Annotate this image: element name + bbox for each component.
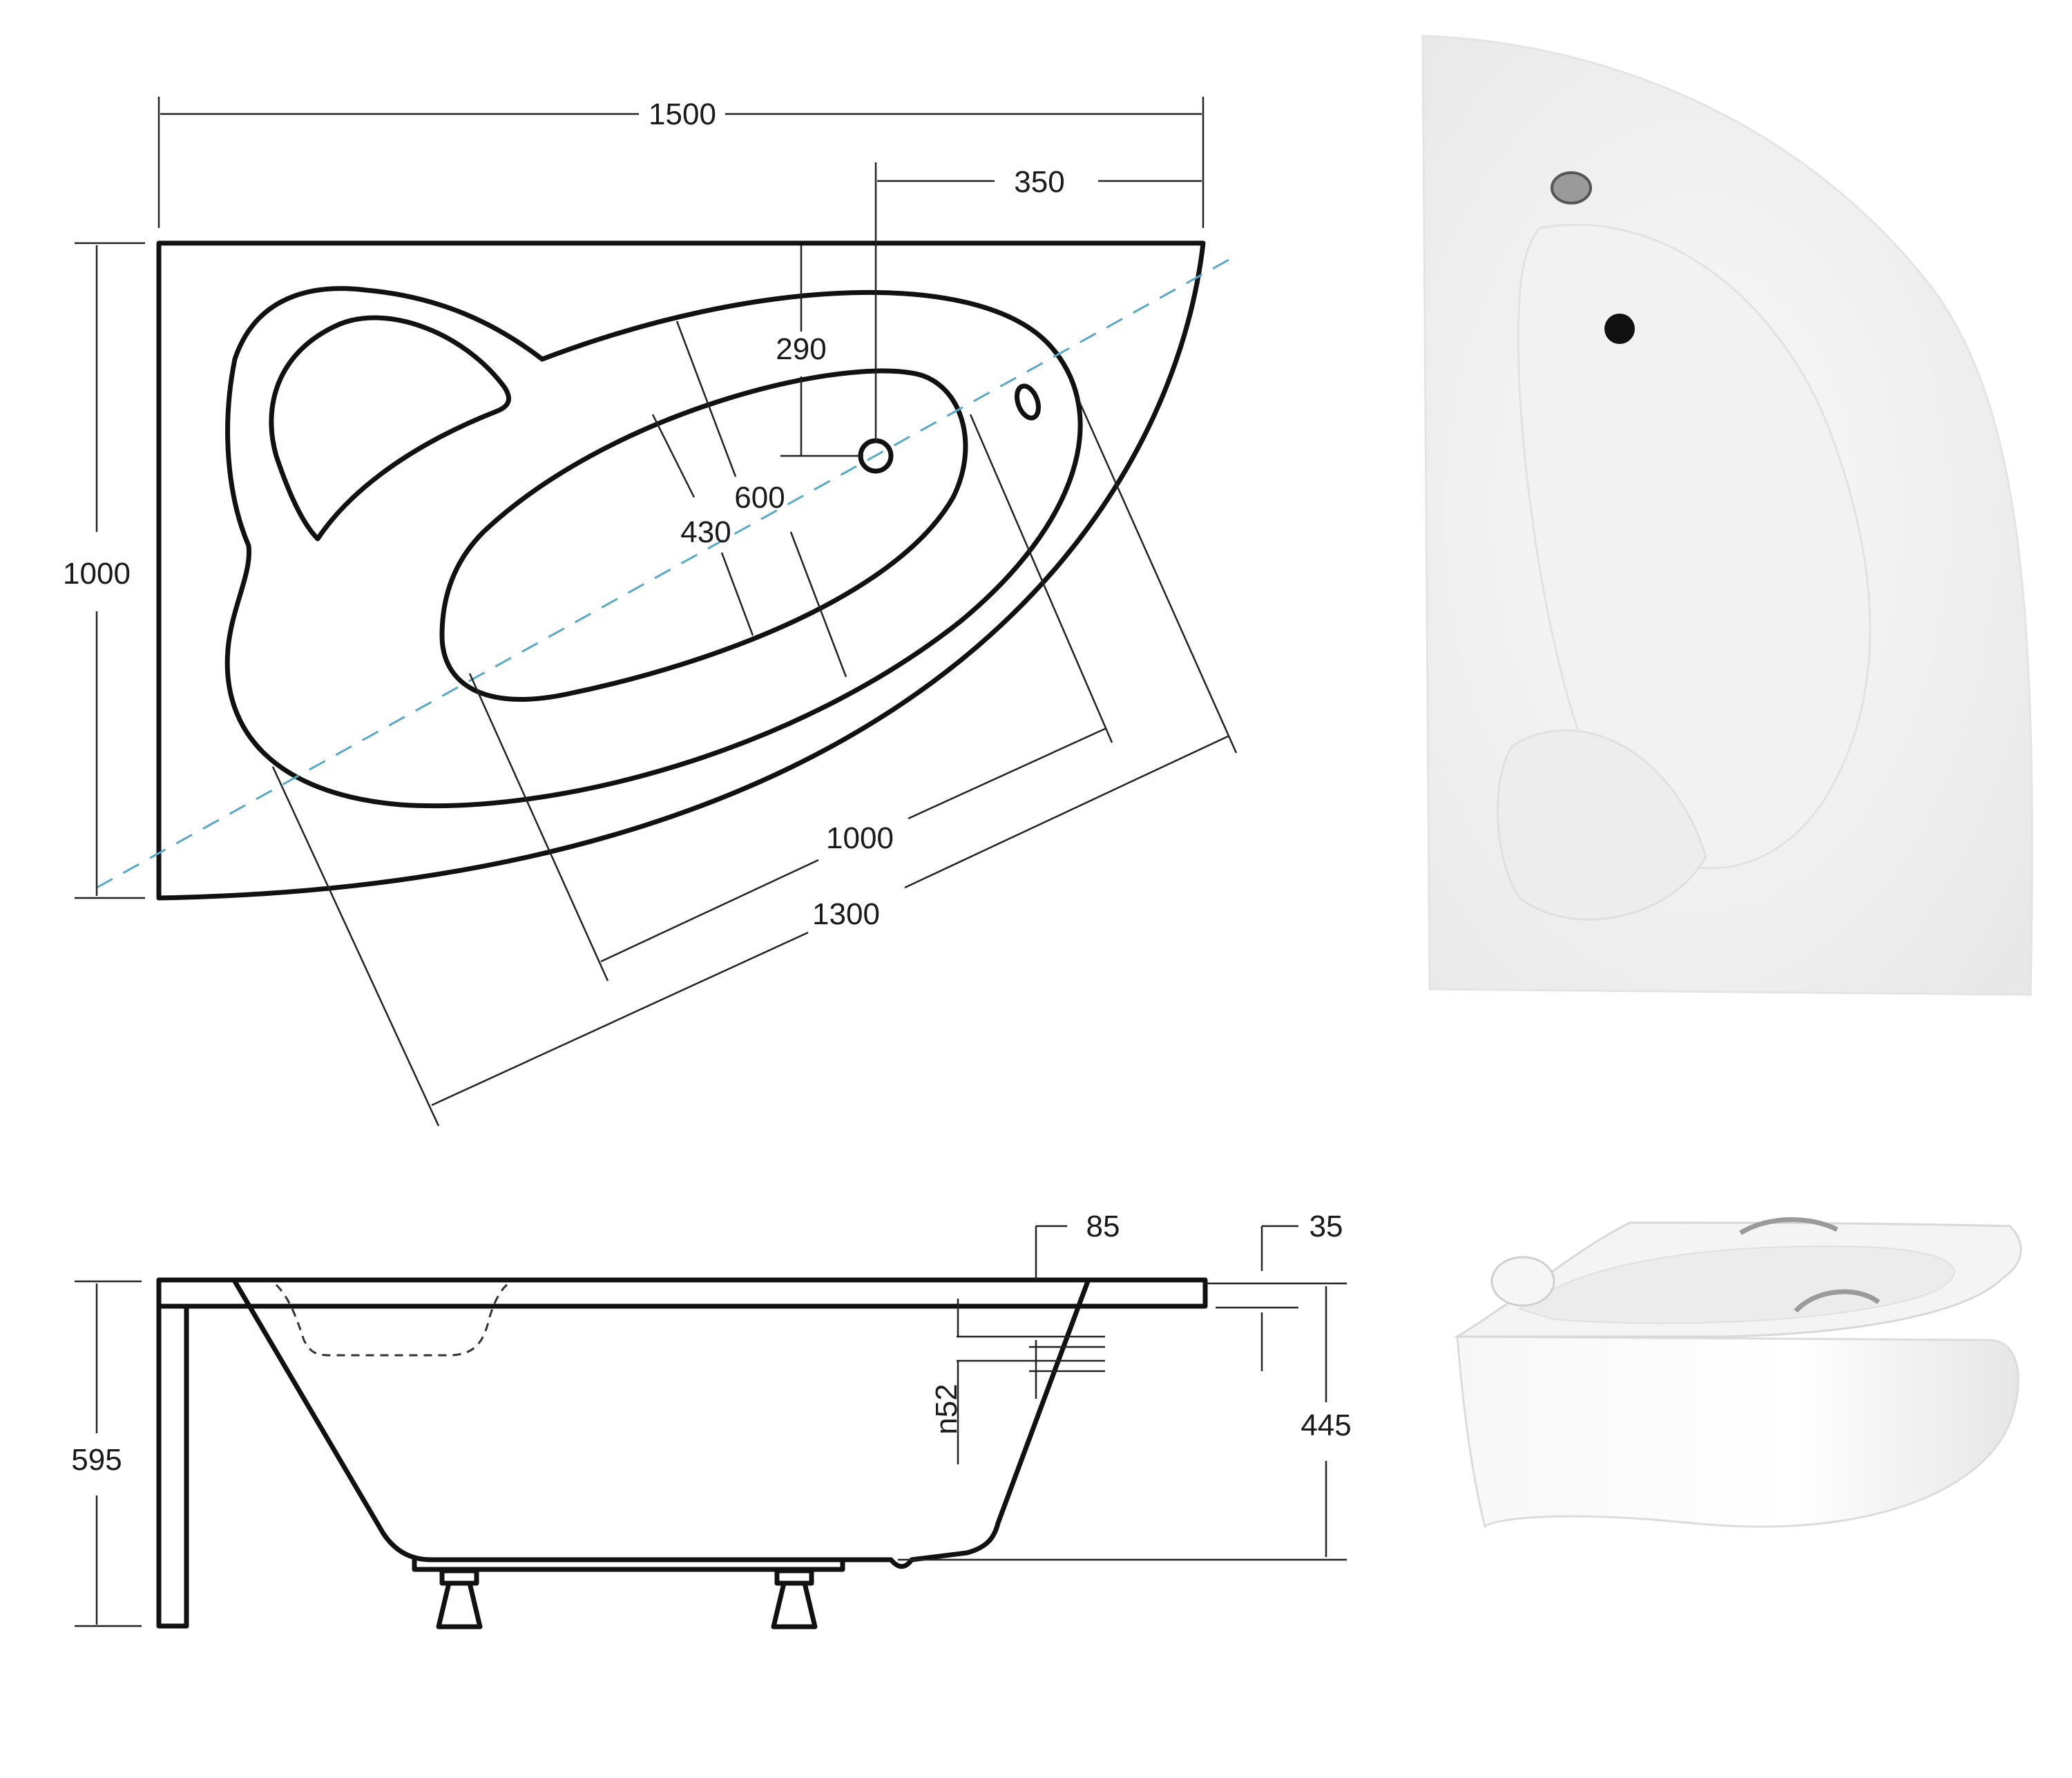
dim-inner-length: 1000 [826, 821, 894, 855]
plan-headrest-outline [269, 315, 511, 542]
tub-perspective-basin [1517, 1245, 1955, 1324]
dim-height: 1000 [63, 557, 131, 591]
side-headrest-dashed [275, 1280, 512, 1357]
plan-axis-line [96, 254, 1237, 889]
plan-basin-outline [439, 368, 968, 702]
side-tub-body [232, 1279, 1091, 1569]
side-view: 595 445 85 35 n52 [71, 1210, 1352, 1629]
tub-top-render-headrest [1497, 729, 1707, 921]
dim-overall-height: 595 [71, 1443, 122, 1477]
tub-perspective-apron [1456, 1335, 2020, 1529]
dim-rim-width: 85 [1086, 1210, 1120, 1243]
plan-outer-outline [156, 240, 1206, 901]
tub-perspective-render [1453, 1217, 2022, 1529]
dim-depth: 445 [1301, 1408, 1351, 1442]
drain-fitting-icon [1604, 314, 1635, 344]
side-left-foot [436, 1568, 483, 1629]
dim-width: 1500 [649, 97, 716, 131]
tub-top-render [1421, 35, 2033, 996]
side-base-plate [412, 1557, 845, 1572]
dim-outer-length: 1300 [812, 897, 880, 931]
plan-view: 1500 350 1000 290 430 600 1000 [63, 90, 1238, 1127]
dim-basin-width: 600 [734, 481, 785, 515]
pillow-icon [1490, 1256, 1555, 1307]
dim-drain-offset-top: 290 [776, 332, 826, 366]
dim-rim-top: 35 [1310, 1210, 1343, 1243]
side-rim [156, 1277, 1208, 1309]
plan-overflow-hole [1014, 383, 1042, 421]
dim-overflow: n52 [930, 1384, 963, 1434]
side-support-panel [156, 1303, 189, 1629]
plan-rim-outline [224, 286, 1083, 809]
tub-top-render-basin [1517, 224, 1872, 870]
handle-icon [1739, 1217, 1839, 1235]
handle-icon [1794, 1289, 1881, 1313]
dim-inner-width: 430 [680, 515, 731, 549]
overflow-fitting-icon [1551, 171, 1592, 204]
side-right-foot [771, 1568, 818, 1629]
dim-drain-offset-right: 350 [1014, 165, 1064, 199]
